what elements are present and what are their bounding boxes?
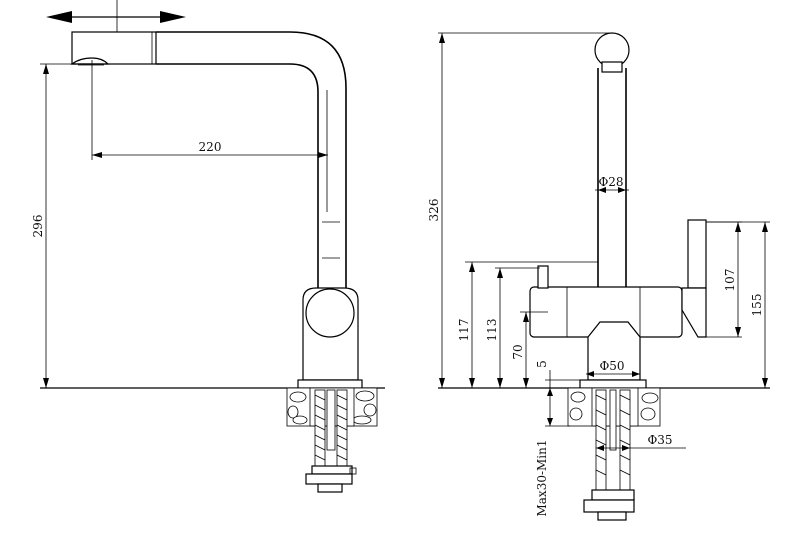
dim-left-total-height: 296 — [31, 215, 45, 238]
supply-hoses — [305, 389, 357, 493]
dim-height-113: 113 — [485, 319, 499, 342]
spout-head — [70, 31, 157, 66]
dim-hole-diameter: Φ35 — [647, 433, 672, 447]
curved-spout — [156, 31, 347, 300]
dimension-70: 70 — [511, 311, 548, 388]
spout-vertical: Φ28 — [594, 32, 630, 290]
left-lever — [537, 265, 549, 289]
dimension-countertop-thickness: Max30-Min1 — [535, 388, 570, 517]
dim-body-height-155: 155 — [750, 294, 764, 317]
dim-countertop-thickness: Max30-Min1 — [535, 439, 549, 516]
dim-height-70: 70 — [511, 344, 525, 359]
left-side-view: 220 296 — [31, 0, 385, 493]
dim-base-diameter: Φ50 — [599, 359, 624, 373]
dimension-phi35: Φ35 — [596, 433, 686, 451]
dim-height-117: 117 — [457, 319, 471, 342]
dim-right-total-height: 326 — [427, 199, 441, 222]
dimension-155: 155 — [706, 221, 770, 388]
dimension-326: 326 — [427, 32, 612, 388]
right-handle — [681, 219, 707, 338]
dim-base-5: 5 — [535, 360, 549, 368]
faucet-body — [297, 287, 363, 389]
faucet-body-front — [529, 286, 683, 389]
right-front-view: Φ28 — [427, 32, 770, 521]
dimension-296: 296 — [31, 63, 80, 388]
dim-spout-diameter: Φ28 — [598, 175, 623, 189]
dimension-113: 113 — [485, 267, 540, 388]
dimension-220: 220 — [91, 60, 328, 160]
dimension-phi50: Φ50 — [586, 359, 640, 377]
dimension-107: 107 — [706, 221, 742, 338]
dim-spout-reach: 220 — [199, 140, 222, 154]
supply-hoses-right — [583, 389, 635, 521]
dimension-117: 117 — [457, 261, 598, 388]
dim-handle-height: 107 — [723, 269, 737, 292]
